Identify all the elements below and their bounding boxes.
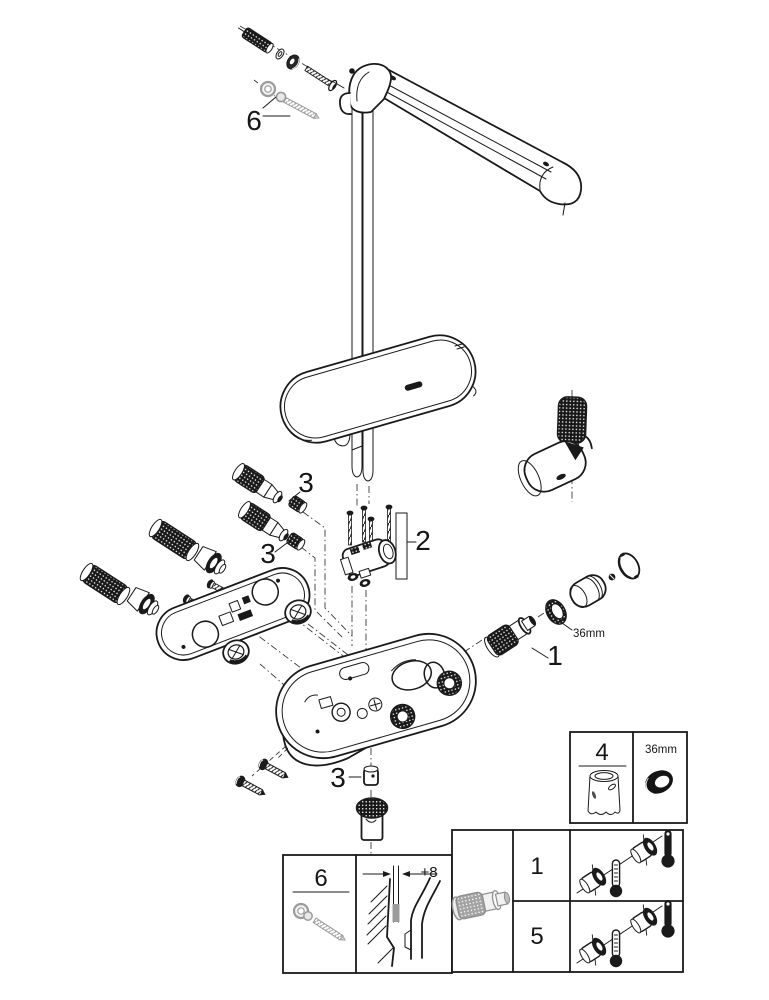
box6-number: 6 [314, 865, 327, 892]
box6-screw-icon [292, 902, 346, 941]
item6-screw-set [259, 80, 320, 119]
callout-3-mid: 3 [260, 538, 276, 569]
wall-anchor-set [238, 27, 338, 92]
row2-number: 5 [530, 923, 543, 950]
wall-section-diagram [362, 865, 441, 967]
box4-sleeve-part [587, 770, 621, 815]
callout-2: 2 [415, 525, 431, 556]
callout-6: 6 [246, 105, 262, 136]
box4-number: 4 [595, 739, 608, 766]
shelf [279, 334, 477, 447]
drain-nut [363, 765, 379, 786]
handshower-holder [517, 433, 593, 497]
callout-3-bottom: 3 [330, 762, 346, 793]
cap-disc [617, 552, 641, 580]
box4-ring-part [645, 770, 673, 794]
legend-parts-table: 1 5 [449, 829, 684, 973]
diverter-screws [346, 504, 393, 549]
callout-3-upper: 3 [298, 467, 314, 498]
row2-parts [573, 899, 676, 971]
legend-box4: 4 36mm [569, 731, 688, 824]
drain-plug [355, 797, 389, 841]
row1-number: 1 [530, 853, 543, 880]
mounting-plate [155, 567, 311, 661]
cap-sleeve [569, 574, 607, 608]
legend-box6: 6 +8 [282, 854, 453, 974]
callout-1: 1 [547, 640, 563, 671]
arm-mount-elbow [331, 63, 392, 115]
ring-nut-36mm [545, 599, 573, 631]
diverter-valve [339, 538, 397, 587]
box6-offset-dim: +8 [420, 864, 437, 881]
cap-screw [608, 573, 616, 581]
dim-36mm-label: 36mm [573, 628, 605, 640]
row1-parts [573, 829, 676, 901]
box4-ring-dim: 36mm [645, 744, 677, 756]
main-body [275, 632, 477, 767]
